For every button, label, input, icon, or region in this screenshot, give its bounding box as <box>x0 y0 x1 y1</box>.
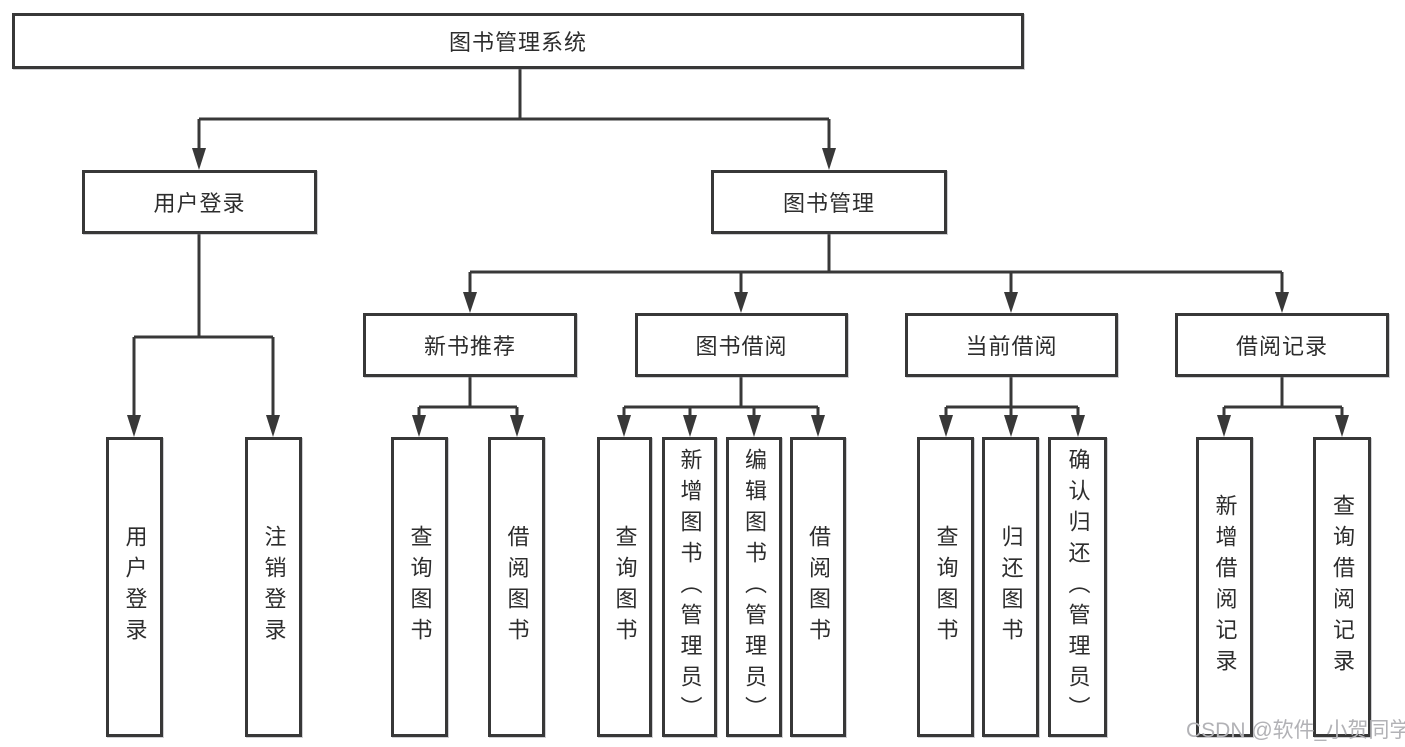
leaf-nbr-query-books-label: 查询图书 <box>407 525 433 649</box>
leaf-bb-query-books-label: 查询图书 <box>612 525 638 649</box>
leaf-br-add-borrow-record: 新增借阅记录 <box>1196 437 1253 737</box>
node-new-book-recommend-label: 新书推荐 <box>423 334 516 359</box>
leaf-br-query-borrow-record-label: 查询借阅记录 <box>1330 494 1355 680</box>
node-current-borrowing-label: 当前借阅 <box>965 334 1058 359</box>
leaf-bb-add-books-admin-label: 新增图书（管理员） <box>677 447 703 727</box>
node-root-label: 图书管理系统 <box>448 30 587 55</box>
leaf-cb-confirm-return-admin-label: 确认归还（管理员） <box>1065 447 1091 727</box>
node-book-management: 图书管理 <box>711 170 947 234</box>
node-current-borrowing: 当前借阅 <box>905 313 1118 377</box>
leaf-bb-query-books: 查询图书 <box>597 437 652 737</box>
watermark: CSDN @软件_小贺同学 <box>1186 719 1405 742</box>
node-new-book-recommend: 新书推荐 <box>363 313 577 377</box>
node-borrowing-records-label: 借阅记录 <box>1235 334 1328 359</box>
leaf-cb-confirm-return-admin: 确认归还（管理员） <box>1048 437 1107 737</box>
leaf-logout-login-label: 注销登录 <box>261 525 287 649</box>
node-user-login: 用户登录 <box>82 170 317 234</box>
leaf-logout-login: 注销登录 <box>245 437 302 737</box>
leaf-bb-edit-books-admin-label: 编辑图书（管理员） <box>742 447 767 727</box>
leaf-br-query-borrow-record: 查询借阅记录 <box>1313 437 1371 737</box>
leaf-cb-query-books: 查询图书 <box>917 437 974 737</box>
node-book-borrowing: 图书借阅 <box>635 313 848 377</box>
leaf-bb-add-books-admin: 新增图书（管理员） <box>662 437 717 737</box>
leaf-bb-borrow-books: 借阅图书 <box>790 437 846 737</box>
node-user-login-label: 用户登录 <box>153 191 246 216</box>
leaf-cb-return-books: 归还图书 <box>982 437 1039 737</box>
node-root: 图书管理系统 <box>12 13 1024 69</box>
leaf-nbr-borrow-books-label: 借阅图书 <box>504 525 530 649</box>
leaf-user-login-label: 用户登录 <box>122 525 148 649</box>
node-book-management-label: 图书管理 <box>782 191 875 216</box>
leaf-bb-borrow-books-label: 借阅图书 <box>806 525 831 649</box>
leaf-br-add-borrow-record-label: 新增借阅记录 <box>1212 494 1238 680</box>
leaf-bb-edit-books-admin: 编辑图书（管理员） <box>726 437 782 737</box>
leaf-nbr-borrow-books: 借阅图书 <box>488 437 545 737</box>
leaf-nbr-query-books: 查询图书 <box>391 437 448 737</box>
node-borrowing-records: 借阅记录 <box>1175 313 1389 377</box>
leaf-user-login: 用户登录 <box>106 437 163 737</box>
leaf-cb-return-books-label: 归还图书 <box>998 525 1024 649</box>
leaf-cb-query-books-label: 查询图书 <box>933 525 959 649</box>
node-book-borrowing-label: 图书借阅 <box>695 334 788 359</box>
